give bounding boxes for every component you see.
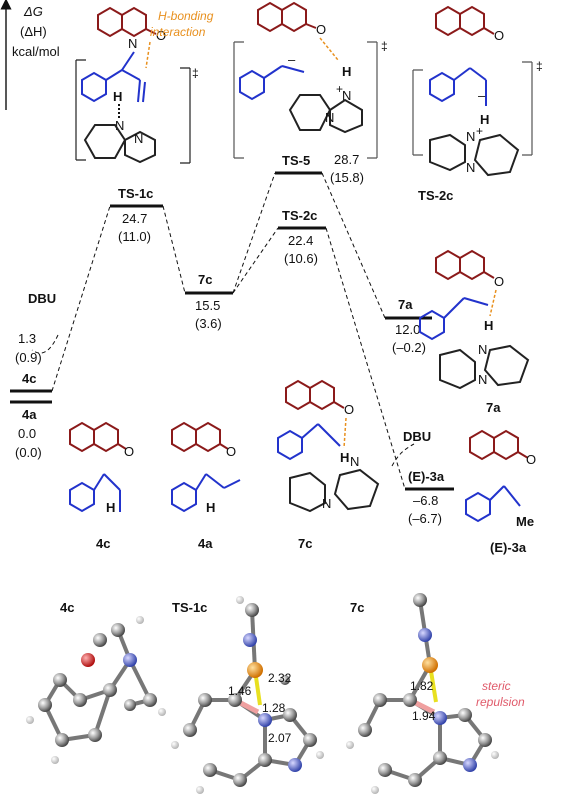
dist-ts1c-2: 1.46 bbox=[228, 684, 252, 698]
label-4a: 4a bbox=[22, 407, 37, 422]
label-ts2c: TS-2c bbox=[282, 208, 317, 223]
label-e3a-dg: –6.8 bbox=[413, 493, 438, 508]
label-7a-dg: 12.0 bbox=[395, 322, 420, 337]
dagger-ts5: ‡ bbox=[381, 39, 388, 53]
atom-plus-ts5: + bbox=[336, 82, 343, 96]
name-4a: 4a bbox=[198, 536, 213, 551]
dist-ts1c-4: 2.07 bbox=[268, 731, 292, 745]
atom-o-7c: O bbox=[344, 402, 354, 417]
label-ts2c-dg: 22.4 bbox=[288, 233, 313, 248]
label-ts1c: TS-1c bbox=[118, 186, 153, 201]
atom-h-ts5: H bbox=[342, 64, 351, 79]
atom-minus-ts5: – bbox=[288, 52, 296, 67]
dagger-ts1c: ‡ bbox=[192, 66, 199, 80]
hbond-text-1: H-bonding bbox=[158, 9, 214, 23]
atom-nplus-7a: N bbox=[478, 342, 487, 357]
label-7c: 7c bbox=[198, 272, 212, 287]
connectors bbox=[31, 172, 415, 490]
dist-7c-1: 1.82 bbox=[410, 679, 434, 693]
atom-o-ts2c: O bbox=[494, 28, 504, 43]
atom-o-ts5: O bbox=[316, 22, 326, 37]
name-7a: 7a bbox=[486, 400, 501, 415]
label-e3a: (E)-3a bbox=[408, 469, 445, 484]
structure-ts5: ‡ O – H N + N bbox=[233, 1, 388, 159]
label-7a-dh: (–0.2) bbox=[392, 340, 426, 355]
label-4a-dh: (0.0) bbox=[15, 445, 42, 460]
dist-ts1c-1: 2.32 bbox=[268, 671, 292, 685]
model-4c-label: 4c bbox=[60, 600, 74, 615]
atom-h-4c: H bbox=[106, 500, 115, 515]
atom-n2-7a: N bbox=[478, 372, 487, 387]
model-7c-label: 7c bbox=[350, 600, 364, 615]
atom-nplus-7c: N bbox=[350, 454, 359, 469]
dist-7c-2: 1.94 bbox=[412, 709, 436, 723]
structure-ts2c: ‡ O – H N + N TS-2c bbox=[412, 5, 543, 203]
atom-nplus-ts5: N bbox=[342, 88, 351, 103]
atom-plus-ts2c: + bbox=[476, 124, 483, 138]
model-ts1c: 2.32 1.46 1.28 2.07 bbox=[171, 596, 324, 794]
structure-7c: O H N N 7c bbox=[277, 379, 380, 551]
model-7c: 1.82 1.94 steric repulsion bbox=[346, 593, 525, 794]
atom-h-4a: H bbox=[206, 500, 215, 515]
label-ts5-dh: (15.8) bbox=[330, 170, 364, 185]
label-7c-dh: (3.6) bbox=[195, 316, 222, 331]
label-e3a-dh: (–6.7) bbox=[408, 511, 442, 526]
label-4c-dh: (0.9) bbox=[15, 350, 42, 365]
label-7a: 7a bbox=[398, 297, 413, 312]
atom-o-4c: O bbox=[124, 444, 134, 459]
atom-o-7a: O bbox=[494, 274, 504, 289]
label-ts1c-dh: (11.0) bbox=[118, 229, 151, 244]
structure-ts1c: ‡ O N H H-bonding interaction N N bbox=[75, 6, 214, 164]
label-4c-dg: 1.3 bbox=[18, 331, 36, 346]
atom-h-7a: H bbox=[484, 318, 493, 333]
atom-n-ts1c: N bbox=[128, 36, 137, 51]
label-4a-dg: 0.0 bbox=[18, 426, 36, 441]
steric-text-1: steric bbox=[482, 679, 511, 693]
dist-ts1c-3: 1.28 bbox=[262, 701, 286, 715]
dagger-ts2c: ‡ bbox=[536, 59, 543, 73]
axis-label-dh: (ΔH) bbox=[20, 24, 47, 39]
level-labels: 1.3 (0.9) 4c 4a 0.0 (0.0) TS-1c 24.7 (11… bbox=[15, 152, 445, 526]
label-ts5-dg: 28.7 bbox=[334, 152, 359, 167]
atom-n2-ts2c: N bbox=[466, 160, 475, 175]
label-ts5: TS-5 bbox=[282, 153, 310, 168]
structure-4c: O H 4c bbox=[69, 421, 134, 551]
atom-o-ts1c: O bbox=[156, 28, 166, 43]
axis-label-unit: kcal/mol bbox=[12, 44, 60, 59]
atom-nplus-ts2c: N bbox=[466, 129, 475, 144]
y-axis: ΔG (ΔH) kcal/mol bbox=[0, 0, 60, 110]
model-ts1c-label: TS-1c bbox=[172, 600, 207, 615]
hbond-text-2: interaction bbox=[150, 25, 206, 39]
atom-h-ts2c: H bbox=[480, 112, 489, 127]
atom-n2-ts1c: N bbox=[134, 131, 143, 146]
atom-o-e3a: O bbox=[526, 452, 536, 467]
steric-text-2: repulsion bbox=[476, 695, 525, 709]
atom-h-ts1c: H bbox=[113, 89, 122, 104]
structure-4a: O H 4a bbox=[171, 421, 241, 551]
structure-e3a: O Me (E)-3a bbox=[465, 429, 536, 555]
atom-minus-ts2c: – bbox=[478, 88, 486, 103]
label-dbu-left: DBU bbox=[28, 291, 56, 306]
name-4c: 4c bbox=[96, 536, 110, 551]
atom-h-7c: H bbox=[340, 450, 349, 465]
label-ts1c-dg: 24.7 bbox=[122, 211, 147, 226]
label-ts2c-dh: (10.6) bbox=[284, 251, 318, 266]
atom-o-4a: O bbox=[226, 444, 236, 459]
axis-label-dg: ΔG bbox=[23, 4, 43, 19]
structure-7a: O H N N 7a bbox=[419, 249, 530, 415]
label-dbu-right: DBU bbox=[403, 429, 431, 444]
model-labels: 4c TS-1c 7c bbox=[60, 600, 364, 615]
atom-n2-7c: N bbox=[322, 496, 331, 511]
energy-levels bbox=[10, 171, 454, 491]
name-7c: 7c bbox=[298, 536, 312, 551]
model-4c bbox=[26, 616, 166, 764]
atom-n2-ts5: N bbox=[325, 110, 334, 125]
label-4c: 4c bbox=[22, 371, 36, 386]
atom-n1-ts1c: N bbox=[115, 118, 124, 133]
label-7c-dg: 15.5 bbox=[195, 298, 220, 313]
name-e3a: (E)-3a bbox=[490, 540, 527, 555]
name-ts2c: TS-2c bbox=[418, 188, 453, 203]
atom-me-e3a: Me bbox=[516, 514, 534, 529]
